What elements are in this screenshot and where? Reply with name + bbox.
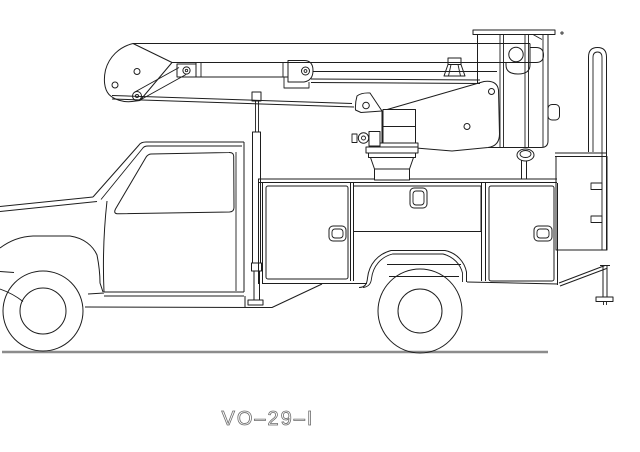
roof-and-a-pillar	[92, 141, 244, 198]
door-front-edge	[102, 200, 108, 293]
pedestal-base	[374, 168, 410, 181]
boom-tip-cradle	[505, 62, 531, 75]
compartment-door-front	[265, 185, 349, 280]
bucket-support-cup	[516, 148, 535, 162]
door-handle	[328, 225, 347, 242]
door-handle	[409, 187, 428, 209]
side-window	[114, 151, 235, 215]
rear-skirt	[558, 265, 607, 287]
lift-cylinder	[132, 60, 314, 101]
front-tire	[2, 270, 84, 352]
figure-label: VO–29–I	[222, 408, 315, 430]
front-wheel	[2, 270, 84, 352]
rear-wheel	[377, 268, 463, 354]
ladder-step	[590, 215, 603, 223]
bucket-lip	[472, 29, 556, 35]
boom-funnel	[443, 57, 466, 77]
boom-elbow	[103, 43, 173, 103]
ladder-rail	[588, 47, 607, 250]
rear-hub	[397, 288, 443, 334]
cylinder-barrel	[195, 62, 289, 78]
leveling-rod	[111, 95, 355, 108]
rear-stabilizer-leg	[595, 265, 614, 305]
front-fender	[0, 235, 104, 302]
door-handle	[533, 225, 553, 242]
boom-tip-bracket	[354, 92, 383, 113]
cab	[92, 141, 245, 297]
pedestal-flange	[365, 146, 419, 154]
boom-tip-eye	[530, 47, 544, 63]
hood	[0, 196, 98, 212]
cylinder-butt-bracket	[287, 60, 314, 83]
rear-tire	[377, 268, 463, 354]
boom-pedestal	[351, 109, 419, 181]
ladder-step	[590, 182, 603, 190]
bucket-side-tab	[547, 104, 560, 121]
front-hub	[19, 287, 67, 335]
compartment-door-rear	[488, 185, 555, 282]
boom-rest-rail	[310, 78, 481, 84]
mast-foot	[247, 299, 264, 306]
service-body	[258, 178, 607, 288]
compartment-door-top	[353, 185, 482, 232]
rear-storage-box	[555, 152, 608, 251]
boom-tip-sheave	[508, 46, 524, 63]
chassis	[84, 283, 323, 308]
cylinder-mount	[351, 131, 381, 147]
rod-clevis	[176, 63, 197, 78]
upper-boom	[132, 43, 544, 75]
rear-wheel-arch	[358, 250, 467, 288]
roof-mast	[247, 91, 264, 306]
cylinder-link	[133, 67, 187, 100]
stabilizer-foot	[595, 296, 614, 302]
